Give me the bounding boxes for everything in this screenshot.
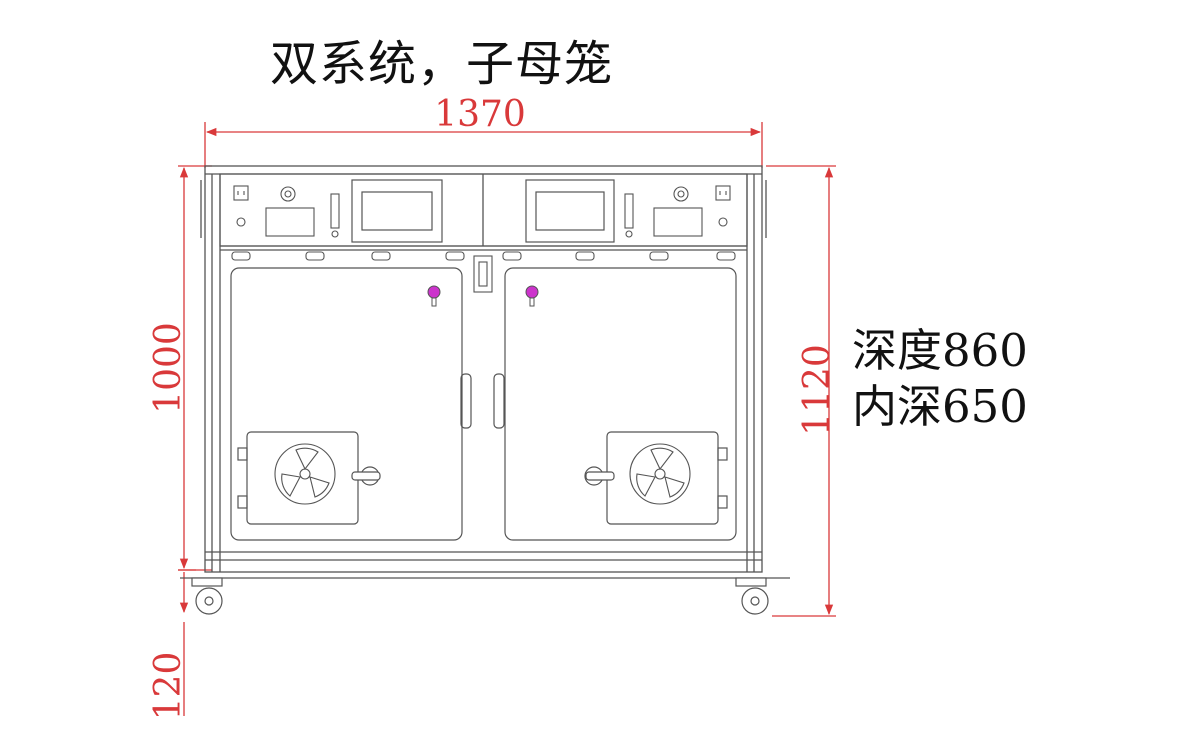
right-key-switch-icon[interactable] bbox=[673, 186, 689, 202]
right-door-lock-icon[interactable] bbox=[525, 285, 539, 307]
right-fan-icon bbox=[629, 443, 691, 505]
right-cage-door[interactable] bbox=[493, 267, 737, 541]
right-indicator-icon bbox=[718, 217, 728, 227]
left-cage-door[interactable] bbox=[230, 267, 472, 541]
inner-depth-note: 内深650 bbox=[852, 380, 1028, 433]
right-fan-hatch[interactable] bbox=[584, 431, 728, 525]
total-height-dimension bbox=[766, 165, 836, 617]
control-panel bbox=[219, 173, 748, 251]
width-dimension bbox=[204, 122, 763, 168]
caster-height-label: 120 bbox=[148, 652, 189, 721]
hinge-clips bbox=[231, 251, 736, 261]
left-power-socket-icon bbox=[233, 185, 249, 201]
drawing-title: 双系统，子母笼 bbox=[270, 36, 614, 92]
caster-height-dimension bbox=[178, 569, 196, 716]
left-flowmeter-icon bbox=[330, 193, 340, 238]
right-touch-screen[interactable] bbox=[525, 179, 615, 243]
left-door-lock-icon[interactable] bbox=[427, 285, 441, 307]
left-fan-icon bbox=[274, 443, 336, 505]
right-caster-wheel bbox=[735, 577, 769, 615]
total-height-label: 1120 bbox=[797, 344, 838, 436]
right-flowmeter-icon bbox=[624, 193, 634, 238]
center-latch[interactable] bbox=[473, 255, 493, 293]
left-fan-hatch[interactable] bbox=[237, 431, 381, 525]
cabinet-frame bbox=[180, 165, 790, 579]
right-controller-display[interactable] bbox=[653, 207, 703, 237]
width-label: 1370 bbox=[434, 94, 526, 135]
left-indicator-icon bbox=[236, 217, 246, 227]
left-key-switch-icon[interactable] bbox=[280, 186, 296, 202]
left-touch-screen[interactable] bbox=[351, 179, 443, 243]
right-power-socket-icon bbox=[715, 185, 731, 201]
left-caster-wheel bbox=[191, 577, 223, 615]
depth-note: 深度860 bbox=[852, 324, 1028, 377]
cabinet-height-label: 1000 bbox=[148, 322, 189, 414]
left-controller-display[interactable] bbox=[265, 207, 315, 237]
spec-notes: 深度860 内深650 bbox=[852, 323, 1028, 435]
